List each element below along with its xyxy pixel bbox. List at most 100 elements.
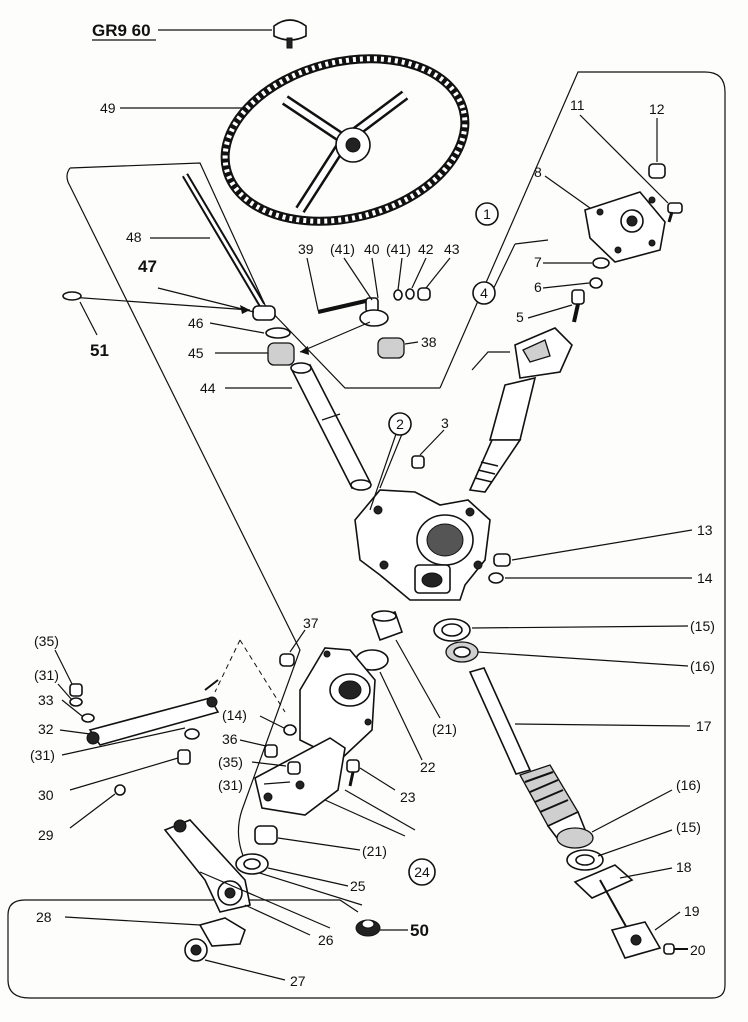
plug-3-part xyxy=(411,455,425,469)
label-33: 33 xyxy=(38,692,54,708)
bolt-35c-part xyxy=(69,683,83,697)
label-32: 32 xyxy=(38,721,54,737)
label-41a: (41) xyxy=(330,241,355,257)
label-27: 27 xyxy=(290,973,306,989)
group-1-outline xyxy=(7,71,726,999)
callout-1: 1 xyxy=(475,202,499,226)
worm-shaft-part xyxy=(468,667,588,843)
horn-button-part xyxy=(273,19,307,49)
seal-25-part xyxy=(235,853,269,875)
lock-washer-28-part xyxy=(198,917,246,947)
header-code-label: GR9 60 xyxy=(92,21,151,40)
ring-7-part xyxy=(592,257,610,269)
label-31a: (31) xyxy=(34,667,59,683)
label-23: 23 xyxy=(400,789,416,805)
bolt-5-part xyxy=(571,289,585,323)
label-21a: (21) xyxy=(432,721,457,737)
label-44: 44 xyxy=(200,380,216,396)
label-48: 48 xyxy=(126,229,142,245)
washer-14-part xyxy=(488,572,504,584)
label-43: 43 xyxy=(444,241,460,257)
svg-text:2: 2 xyxy=(396,416,404,432)
label-38: 38 xyxy=(421,334,437,350)
label-6: 6 xyxy=(534,279,542,295)
label-7: 7 xyxy=(534,254,542,270)
nut-29-part xyxy=(114,784,126,796)
bolt-assembly-part xyxy=(299,287,431,359)
label-13: 13 xyxy=(697,522,713,538)
svg-text:1: 1 xyxy=(483,206,491,222)
bolt-35-part xyxy=(287,761,301,775)
label-16b: (16) xyxy=(676,777,701,793)
label-26: 26 xyxy=(318,932,334,948)
bolt-23-part xyxy=(346,759,360,787)
lower-bracket-part xyxy=(254,737,346,816)
washer-31-part xyxy=(69,697,83,707)
nut-12-part xyxy=(648,163,666,179)
mounting-bracket-part xyxy=(299,647,376,761)
label-12: 12 xyxy=(649,101,665,117)
label-15a: (15) xyxy=(690,618,715,634)
gasket-18-part xyxy=(573,864,634,931)
steering-wheel-part xyxy=(220,54,470,226)
upper-shaft-part xyxy=(468,327,573,493)
bushing-21b-part xyxy=(254,825,278,845)
label-35b: (35) xyxy=(218,754,243,770)
svg-text:4: 4 xyxy=(480,285,488,301)
label-11: 11 xyxy=(570,97,585,113)
clip-part-51 xyxy=(62,291,82,301)
label-31c: (31) xyxy=(218,777,243,793)
label-37: 37 xyxy=(303,615,319,631)
column-rod-part xyxy=(181,173,266,307)
label-36: 36 xyxy=(222,731,238,747)
label-49: 49 xyxy=(100,100,116,116)
label-15b: (15) xyxy=(676,819,701,835)
label-3: 3 xyxy=(441,415,449,431)
label-28: 28 xyxy=(36,909,52,925)
callout-24: 24 xyxy=(408,858,436,886)
bushing-21-part xyxy=(371,610,404,642)
steering-box-housing-part xyxy=(354,489,491,601)
label-17: 17 xyxy=(696,718,712,734)
label-41b: (41) xyxy=(386,241,411,257)
grease-nipple-50-part xyxy=(355,919,381,937)
label-39: 39 xyxy=(298,241,314,257)
drag-link-part xyxy=(86,679,220,746)
bearing-cone-16b-part xyxy=(556,827,594,849)
label-25: 25 xyxy=(350,878,366,894)
bearing-cup-15b-part xyxy=(566,849,604,871)
svg-text:24: 24 xyxy=(414,864,430,880)
nut-27-part xyxy=(184,938,208,962)
label-51: 51 xyxy=(90,341,109,360)
label-20: 20 xyxy=(690,942,706,958)
label-35a: (35) xyxy=(34,633,59,649)
nut-37-part xyxy=(279,653,295,667)
label-16a: (16) xyxy=(690,658,715,674)
drop-arm-part xyxy=(163,819,251,913)
screw-20-part xyxy=(663,943,688,955)
label-31b: (31) xyxy=(30,747,55,763)
steering-box-cover-part xyxy=(584,191,666,263)
bearing-cone-16-part xyxy=(445,641,479,663)
label-42: 42 xyxy=(418,241,434,257)
label-19: 19 xyxy=(684,903,700,919)
callout-4: 4 xyxy=(472,281,496,305)
bearing-cup-15-part xyxy=(433,618,471,642)
bearing-set-part xyxy=(69,296,295,366)
label-21b: (21) xyxy=(362,843,387,859)
label-47: 47 xyxy=(138,257,157,276)
label-29: 29 xyxy=(38,827,54,843)
label-14: 14 xyxy=(697,570,713,586)
label-30: 30 xyxy=(38,787,54,803)
label-40: 40 xyxy=(364,241,380,257)
washer-33-part xyxy=(81,713,95,723)
screw-11-part xyxy=(667,202,683,223)
callout-2: 2 xyxy=(388,412,412,436)
bolt-36-part xyxy=(264,724,297,758)
label-14b: (14) xyxy=(222,707,247,723)
nut-13-part xyxy=(493,553,511,567)
column-tube-part xyxy=(290,362,372,491)
label-5: 5 xyxy=(516,309,524,325)
